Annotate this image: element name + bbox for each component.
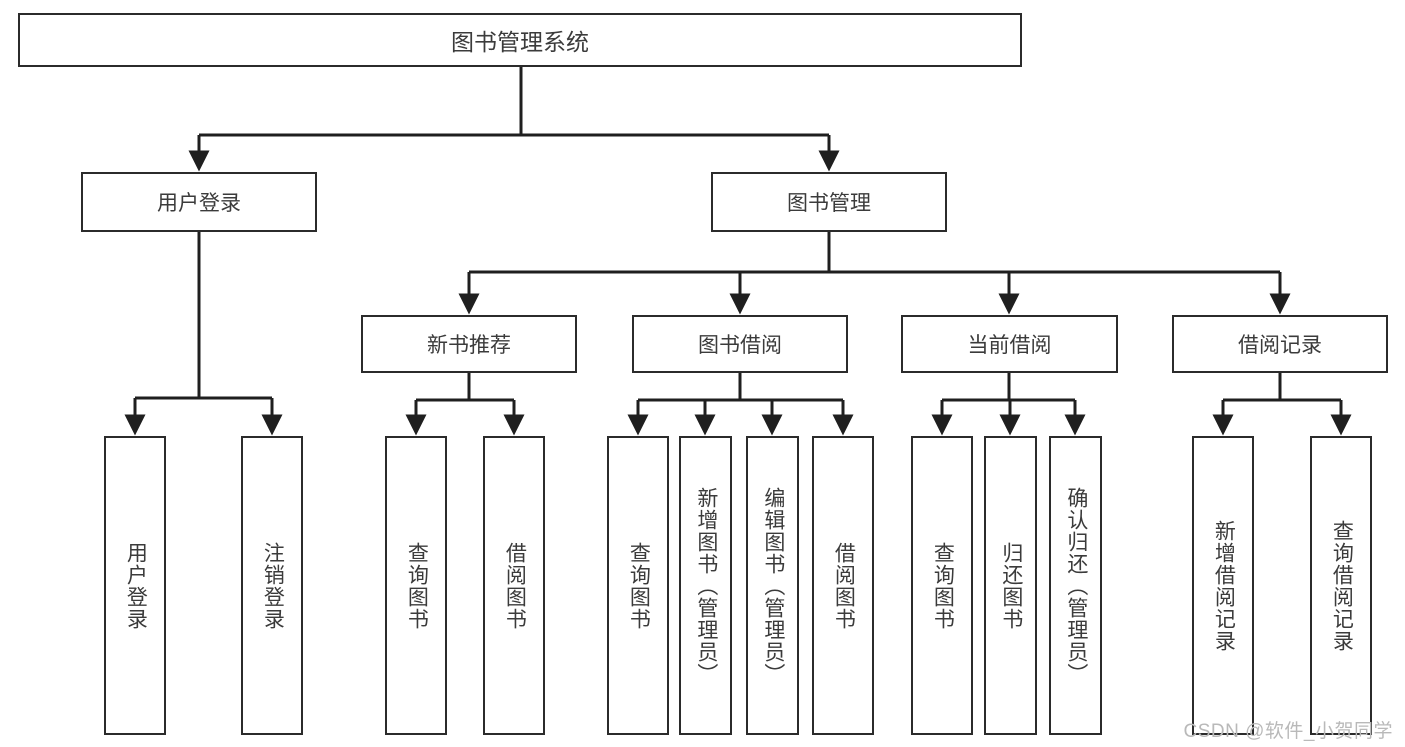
node-label: 图书管理系统 [451,29,589,55]
node-label: 借阅图书 [832,541,856,630]
node-label: 归还图书 [999,541,1023,630]
node-leaf-return-book[interactable]: 归还图书 [984,436,1037,735]
node-leaf-query-record[interactable]: 查询借阅记录 [1310,436,1372,735]
node-book-manage[interactable]: 图书管理 [711,172,947,232]
node-label: 确认归还（管理员） [1064,486,1088,685]
node-label: 查询图书 [931,541,955,630]
node-leaf-query-book-rec[interactable]: 查询图书 [385,436,447,735]
node-label: 借阅图书 [503,541,527,630]
node-leaf-query-book-b[interactable]: 查询图书 [607,436,669,735]
node-label: 新书推荐 [427,334,511,357]
node-leaf-query-book-c[interactable]: 查询图书 [911,436,973,735]
node-label: 查询图书 [627,541,651,630]
node-leaf-add-record[interactable]: 新增借阅记录 [1192,436,1254,735]
node-book-borrow[interactable]: 图书借阅 [632,315,848,373]
node-leaf-borrow-book-rec[interactable]: 借阅图书 [483,436,545,735]
node-label: 用户登录 [157,192,241,215]
node-leaf-logout[interactable]: 注销登录 [241,436,303,735]
node-leaf-add-book[interactable]: 新增图书（管理员） [679,436,732,735]
node-current-borrow[interactable]: 当前借阅 [901,315,1118,373]
node-label: 新增借阅记录 [1212,519,1236,652]
node-leaf-borrow-book-b[interactable]: 借阅图书 [812,436,874,735]
watermark: CSDN @软件_小贺同学 [1183,721,1393,742]
node-new-book-rec[interactable]: 新书推荐 [361,315,577,373]
node-label: 图书管理 [787,192,871,215]
node-root[interactable]: 图书管理系统 [18,13,1022,67]
node-user-login[interactable]: 用户登录 [81,172,317,232]
node-label: 查询借阅记录 [1330,519,1354,652]
node-label: 编辑图书（管理员） [761,486,785,685]
node-label: 图书借阅 [698,334,782,357]
node-label: 当前借阅 [967,334,1052,357]
node-leaf-user-login[interactable]: 用户登录 [104,436,166,735]
node-label: 新增图书（管理员） [694,486,718,685]
node-leaf-edit-book[interactable]: 编辑图书（管理员） [746,436,799,735]
node-borrow-record[interactable]: 借阅记录 [1172,315,1388,373]
node-label: 注销登录 [261,541,285,630]
node-label: 用户登录 [124,541,148,630]
node-label: 查询图书 [405,541,429,630]
node-leaf-confirm-return[interactable]: 确认归还（管理员） [1049,436,1102,735]
node-label: 借阅记录 [1238,334,1322,357]
